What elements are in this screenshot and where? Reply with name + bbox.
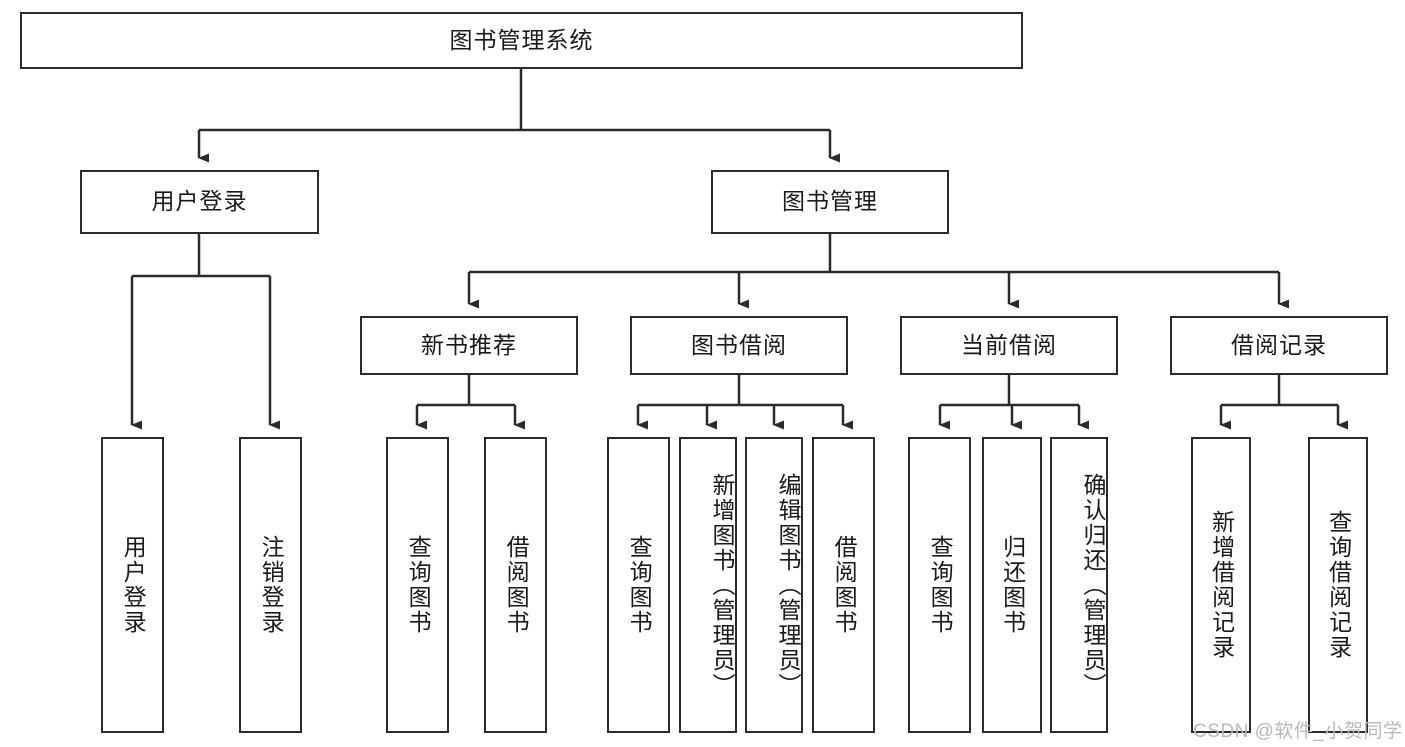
node-leaf-query-book-3[interactable]: 查询图书 <box>908 437 971 733</box>
node-root-label: 图书管理系统 <box>449 26 594 53</box>
node-root[interactable]: 图书管理系统 <box>20 12 1023 69</box>
node-leaf-edit-book[interactable]: 编辑图书（管理员） <box>745 437 803 733</box>
node-leaf-user-login[interactable]: 用户登录 <box>101 437 164 733</box>
node-leaf-borrow-book-1-label: 借阅图书 <box>503 535 530 635</box>
node-leaf-add-book[interactable]: 新增图书（管理员） <box>679 437 737 733</box>
node-leaf-confirm-return-label: 确认归还（管理员） <box>1080 472 1106 698</box>
node-leaf-query-record-label: 查询借阅记录 <box>1325 510 1352 660</box>
node-leaf-logout[interactable]: 注销登录 <box>239 437 302 733</box>
node-leaf-query-book-1-label: 查询图书 <box>405 535 432 635</box>
node-book-manage[interactable]: 图书管理 <box>711 170 949 234</box>
node-leaf-return-book[interactable]: 归还图书 <box>982 437 1042 733</box>
node-borrow-record-label: 借阅记录 <box>1231 331 1327 358</box>
node-user-login[interactable]: 用户登录 <box>80 170 319 234</box>
node-leaf-borrow-book-2[interactable]: 借阅图书 <box>812 437 875 733</box>
node-leaf-edit-book-label: 编辑图书（管理员） <box>775 472 801 698</box>
node-leaf-add-book-label: 新增图书（管理员） <box>709 472 735 698</box>
node-leaf-query-record[interactable]: 查询借阅记录 <box>1308 437 1368 733</box>
node-leaf-confirm-return[interactable]: 确认归还（管理员） <box>1050 437 1108 733</box>
node-current-borrow-label: 当前借阅 <box>961 331 1057 358</box>
node-leaf-borrow-book-2-label: 借阅图书 <box>831 535 858 635</box>
node-borrow-record[interactable]: 借阅记录 <box>1170 316 1388 375</box>
node-leaf-borrow-book-1[interactable]: 借阅图书 <box>484 437 547 733</box>
node-leaf-query-book-2-label: 查询图书 <box>626 535 653 635</box>
node-book-manage-label: 图书管理 <box>782 188 878 215</box>
node-leaf-user-login-label: 用户登录 <box>120 535 147 635</box>
csdn-watermark-text: CSDN @软件_小贺同学 <box>1193 721 1403 742</box>
node-leaf-query-book-1[interactable]: 查询图书 <box>386 437 449 733</box>
csdn-watermark: CSDN @软件_小贺同学 <box>1193 716 1402 743</box>
node-leaf-logout-label: 注销登录 <box>258 535 285 635</box>
node-book-borrow-label: 图书借阅 <box>691 331 787 358</box>
node-new-book-rec-label: 新书推荐 <box>421 331 517 358</box>
node-current-borrow[interactable]: 当前借阅 <box>900 316 1118 375</box>
node-leaf-return-book-label: 归还图书 <box>999 535 1026 635</box>
node-book-borrow[interactable]: 图书借阅 <box>630 316 848 375</box>
node-leaf-query-book-3-label: 查询图书 <box>927 535 954 635</box>
node-user-login-label: 用户登录 <box>151 188 248 215</box>
node-leaf-query-book-2[interactable]: 查询图书 <box>607 437 670 733</box>
node-leaf-add-record[interactable]: 新增借阅记录 <box>1191 437 1251 733</box>
node-leaf-add-record-label: 新增借阅记录 <box>1208 510 1235 660</box>
node-new-book-rec[interactable]: 新书推荐 <box>360 316 578 375</box>
